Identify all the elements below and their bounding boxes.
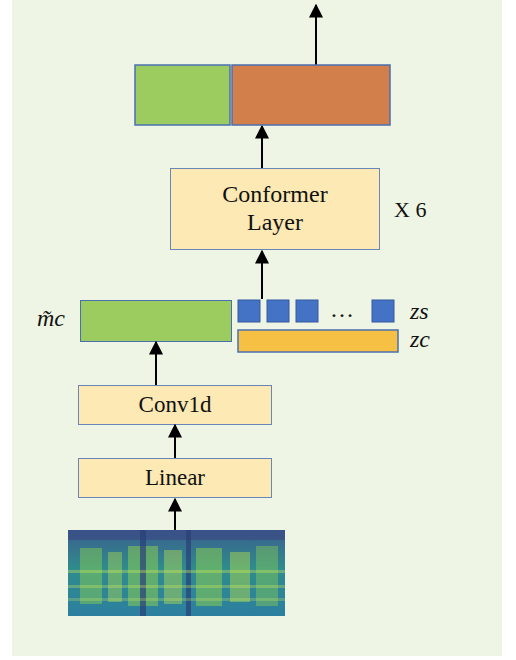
token-arrow [261,251,263,299]
token-label: zc [410,326,430,353]
speaker-token [238,300,260,322]
input-arrow [174,499,176,530]
output-orange [232,65,390,125]
flow-arrow [174,425,176,458]
ellipsis: … [330,296,354,323]
speaker-token [296,300,318,322]
content-bar [238,330,398,352]
top-arrow [315,5,317,65]
box-text: Conformer Layer [210,181,340,236]
speaker-token [267,300,289,322]
feature-box: m̃c [80,300,232,342]
flow-arrow [155,342,157,385]
output-green [135,65,230,125]
box-text: Linear [85,465,265,491]
speaker-token [372,300,394,322]
process-box: Conformer Layer [170,168,380,250]
output-arrow [261,126,263,168]
process-box: Linear [78,458,272,498]
repeat-label: X 6 [394,197,426,223]
box-text: Conv1d [85,392,265,418]
process-box: Conv1d [78,385,272,425]
box-label: m̃c [37,305,65,333]
token-label: zs [410,298,429,325]
spectrogram [68,530,285,616]
